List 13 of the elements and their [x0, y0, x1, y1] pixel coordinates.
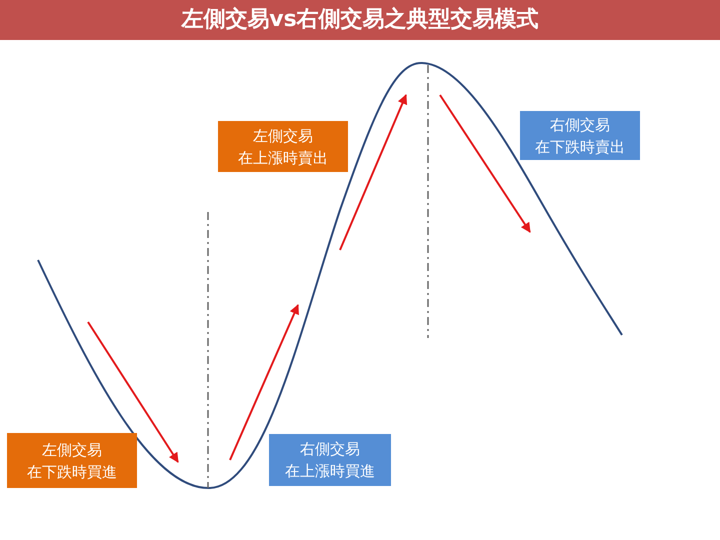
- callout-box: [269, 434, 391, 486]
- callout-box: [218, 121, 348, 172]
- box-heading: 左側交易: [252, 126, 314, 146]
- box-text: 在下跌時買進: [26, 462, 118, 482]
- box-text: 在下跌時賣出: [534, 136, 626, 158]
- box-heading: 左側交易: [41, 440, 103, 460]
- callout-box: [520, 111, 640, 160]
- callout-box: [7, 433, 137, 488]
- box-text: 在上漲時買進: [284, 461, 376, 482]
- title-banner: 左側交易vs右側交易之典型交易模式: [0, 0, 720, 40]
- box-text: 在上漲時賣出: [237, 148, 329, 168]
- box-heading: 右側交易: [549, 114, 611, 136]
- box-heading: 右側交易: [299, 439, 361, 460]
